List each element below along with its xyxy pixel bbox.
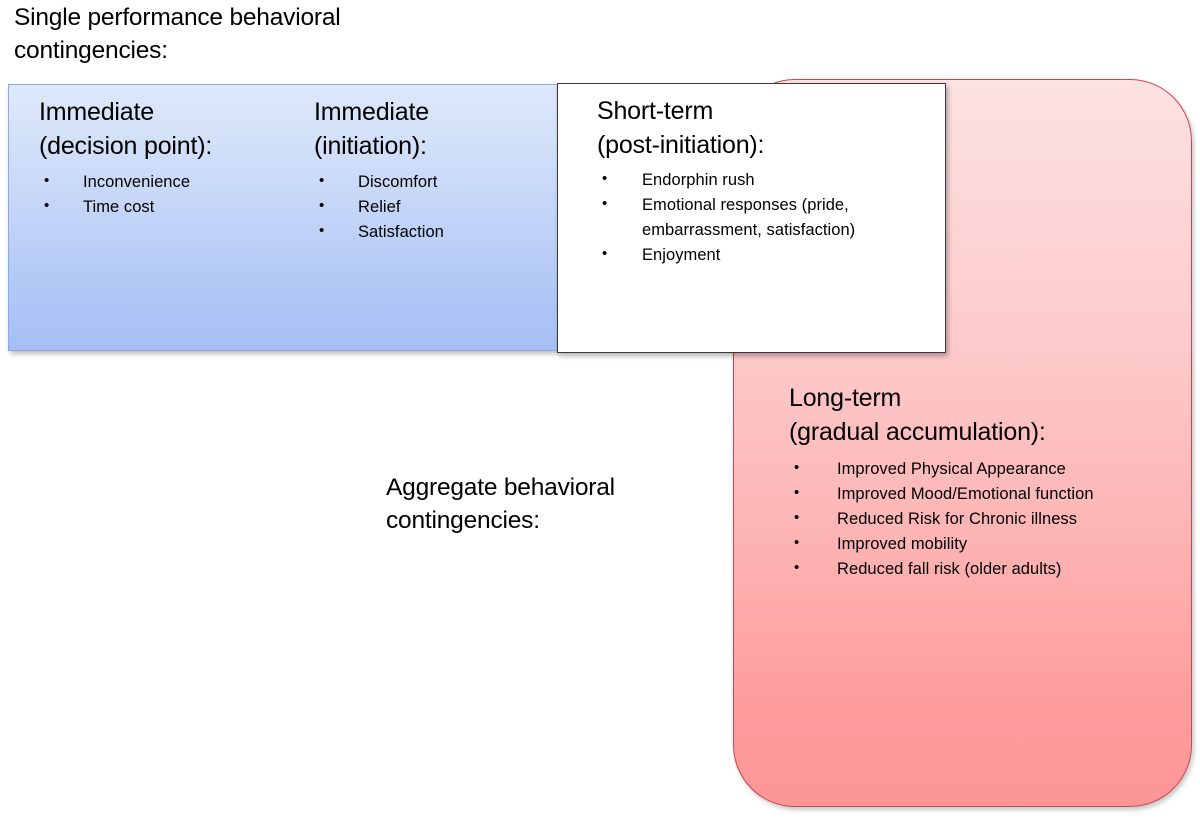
list-item: Improved Mood/Emotional function [789,481,1174,507]
immediate-initiation-heading: Immediate (initiation): [314,98,429,160]
list-item: Discomfort [314,168,559,195]
immediate-box: Immediate (decision point): Inconvenienc… [8,84,558,351]
long-term-content: Long-term (gradual accumulation): Improv… [789,382,1174,582]
short-term-bullet-list: Endorphin rush Emotional responses (prid… [597,166,937,268]
list-item: Emotional responses (pride, embarrassmen… [597,192,937,243]
list-item: Reduced Risk for Chronic illness [789,506,1174,532]
short-term-box: Short-term (post-initiation): Endorphin … [557,83,946,353]
long-term-bullet-list: Improved Physical Appearance Improved Mo… [789,455,1174,582]
immediate-initiation-column: Immediate (initiation): Discomfort Relie… [314,96,559,245]
list-item: Improved mobility [789,531,1174,557]
list-item: Endorphin rush [597,166,937,193]
immediate-initiation-bullet-list: Discomfort Relief Satisfaction [314,168,559,245]
list-item: Inconvenience [39,168,299,195]
list-item: Satisfaction [314,219,559,245]
list-item: Relief [314,194,559,220]
long-term-heading: Long-term (gradual accumulation): [789,384,1046,446]
aggregate-caption: Aggregate behavioral contingencies: [386,474,615,534]
single-performance-caption: Single performance behavioral contingenc… [14,4,341,64]
short-term-heading: Short-term (post-initiation): [597,97,765,159]
immediate-decision-column: Immediate (decision point): Inconvenienc… [39,96,299,220]
long-term-box: Long-term (gradual accumulation): Improv… [733,79,1192,807]
list-item: Reduced fall risk (older adults) [789,556,1174,582]
immediate-decision-heading: Immediate (decision point): [39,98,213,160]
short-term-content: Short-term (post-initiation): Endorphin … [597,95,937,268]
list-item: Time cost [39,194,299,220]
immediate-decision-bullet-list: Inconvenience Time cost [39,168,299,220]
list-item: Enjoyment [597,242,937,268]
list-item: Improved Physical Appearance [789,455,1174,482]
